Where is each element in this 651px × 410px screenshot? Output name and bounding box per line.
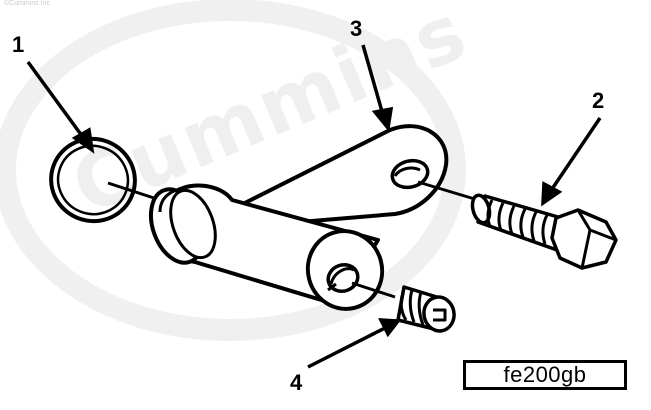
capscrew-part	[470, 193, 618, 270]
leader-arrow-3-head	[371, 106, 394, 133]
figure-id-label: fe200gb	[463, 360, 627, 390]
leader-arrow-1	[26, 60, 87, 142]
tensioner-arm-part	[148, 124, 449, 311]
leader-arrow-4	[307, 326, 386, 369]
set-screw-part	[396, 285, 456, 333]
leader-arrow-4-head	[378, 318, 402, 338]
alignment-line-2	[417, 180, 479, 202]
leader-arrow-2-head	[541, 181, 563, 207]
callout-number-4: 4	[290, 370, 303, 395]
callout-number-3: 3	[350, 16, 363, 41]
watermark-ring	[0, 0, 466, 341]
leader-arrow-1-head	[71, 127, 95, 154]
callout-number-1: 1	[12, 32, 25, 57]
leader-arrows	[26, 44, 602, 369]
leader-arrow-3	[361, 44, 385, 116]
alignment-line-3	[351, 281, 396, 299]
copyright-text: ©Cummins Inc	[4, 0, 50, 7]
alignment-line-1	[107, 181, 161, 202]
leader-arrow-2	[548, 117, 602, 193]
callout-number-2: 2	[592, 88, 605, 113]
o-ring-part	[49, 136, 137, 224]
